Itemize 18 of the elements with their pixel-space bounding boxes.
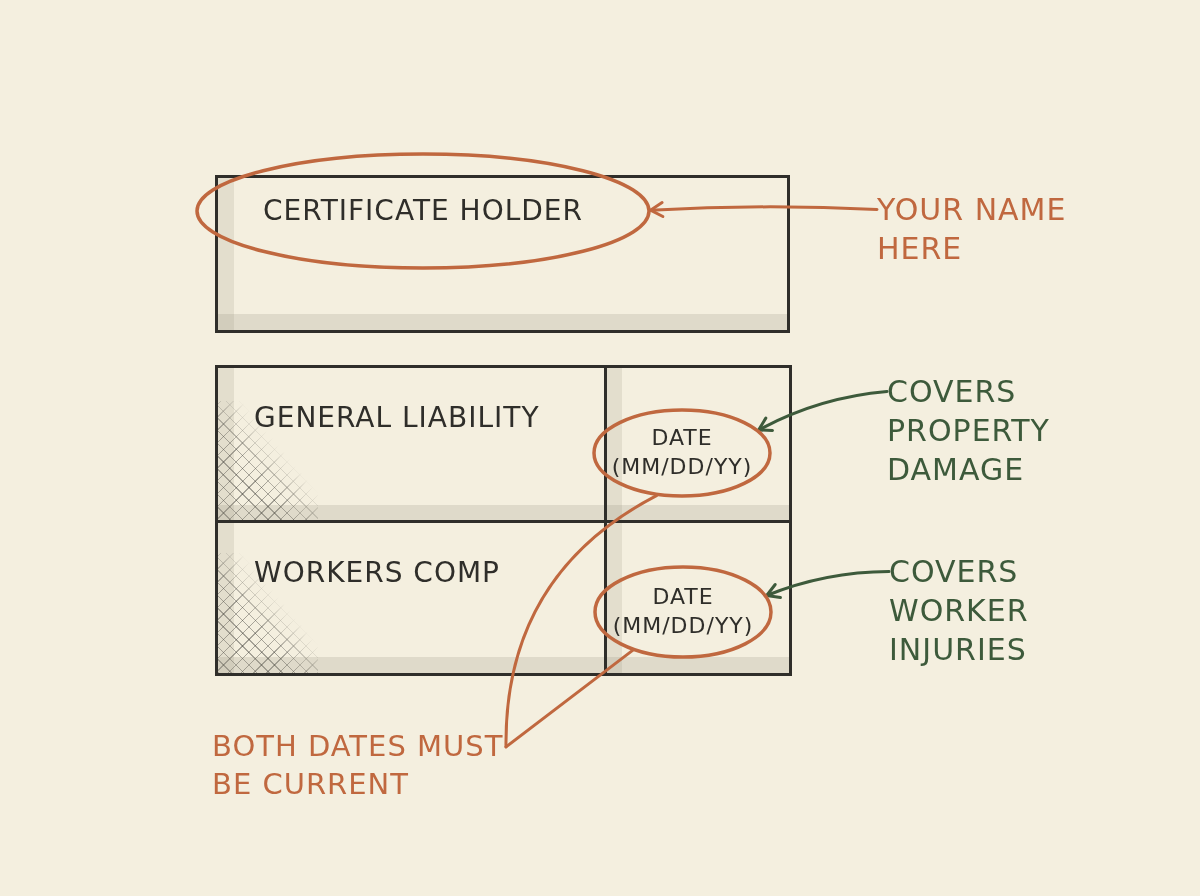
highlight-ellipse xyxy=(593,565,773,659)
callout-text: BOTH DATES MUST BE CURRENT xyxy=(212,728,506,804)
highlight-ellipse xyxy=(592,408,772,498)
callout-text: YOUR NAME HERE xyxy=(877,190,1069,268)
arrow xyxy=(765,570,891,600)
highlight-ellipse xyxy=(195,152,651,270)
leader-line xyxy=(504,648,635,749)
field-label: CERTIFICATE HOLDER xyxy=(262,192,584,229)
field-label: GENERAL LIABILITY xyxy=(254,400,540,436)
arrow xyxy=(757,390,889,433)
table-cell xyxy=(215,520,607,676)
arrow xyxy=(649,201,879,219)
callout-text: COVERS WORKER INJURIES xyxy=(889,552,1031,669)
field-label: WORKERS COMP xyxy=(254,555,500,591)
field-label: DATE (MM/DD/YY) xyxy=(611,583,755,640)
field-label: DATE (MM/DD/YY) xyxy=(610,424,754,481)
leader-line xyxy=(504,494,658,749)
callout-text: COVERS PROPERTY DAMAGE xyxy=(887,372,1052,489)
